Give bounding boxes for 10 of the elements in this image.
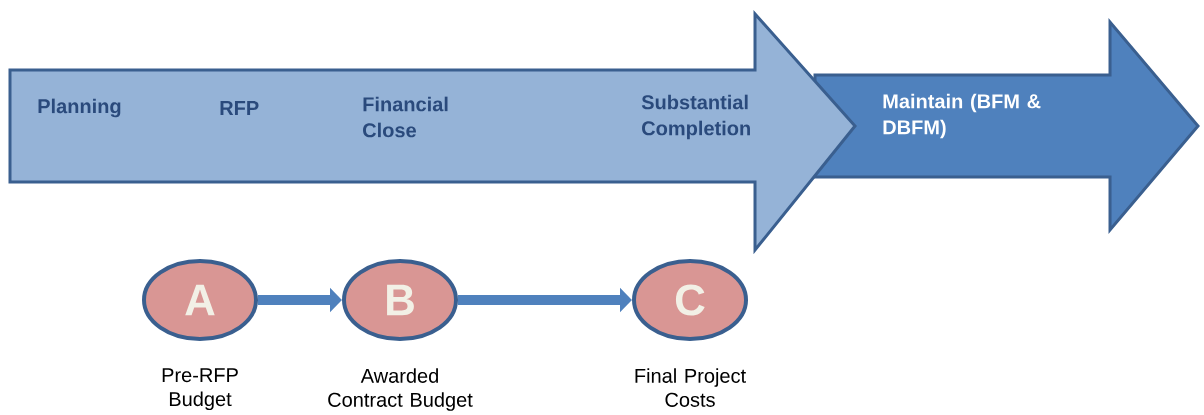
milestone-caption: Final Project Costs — [635, 368, 746, 407]
arrow-band — [813, 17, 1200, 235]
stage-label: Planning — [38, 98, 121, 118]
stage-label: Financial Close — [363, 96, 448, 138]
milestone-caption: Pre-RFP Budget — [162, 368, 238, 411]
milestone-caption: Awarded Contract Budget — [328, 368, 473, 411]
stage-label: RFP — [220, 101, 259, 115]
arrow-band — [8, 10, 857, 255]
stage-label: Maintain (BFM & DBFM) — [883, 93, 1041, 139]
stage-label: Substantial Completion — [641, 94, 750, 140]
